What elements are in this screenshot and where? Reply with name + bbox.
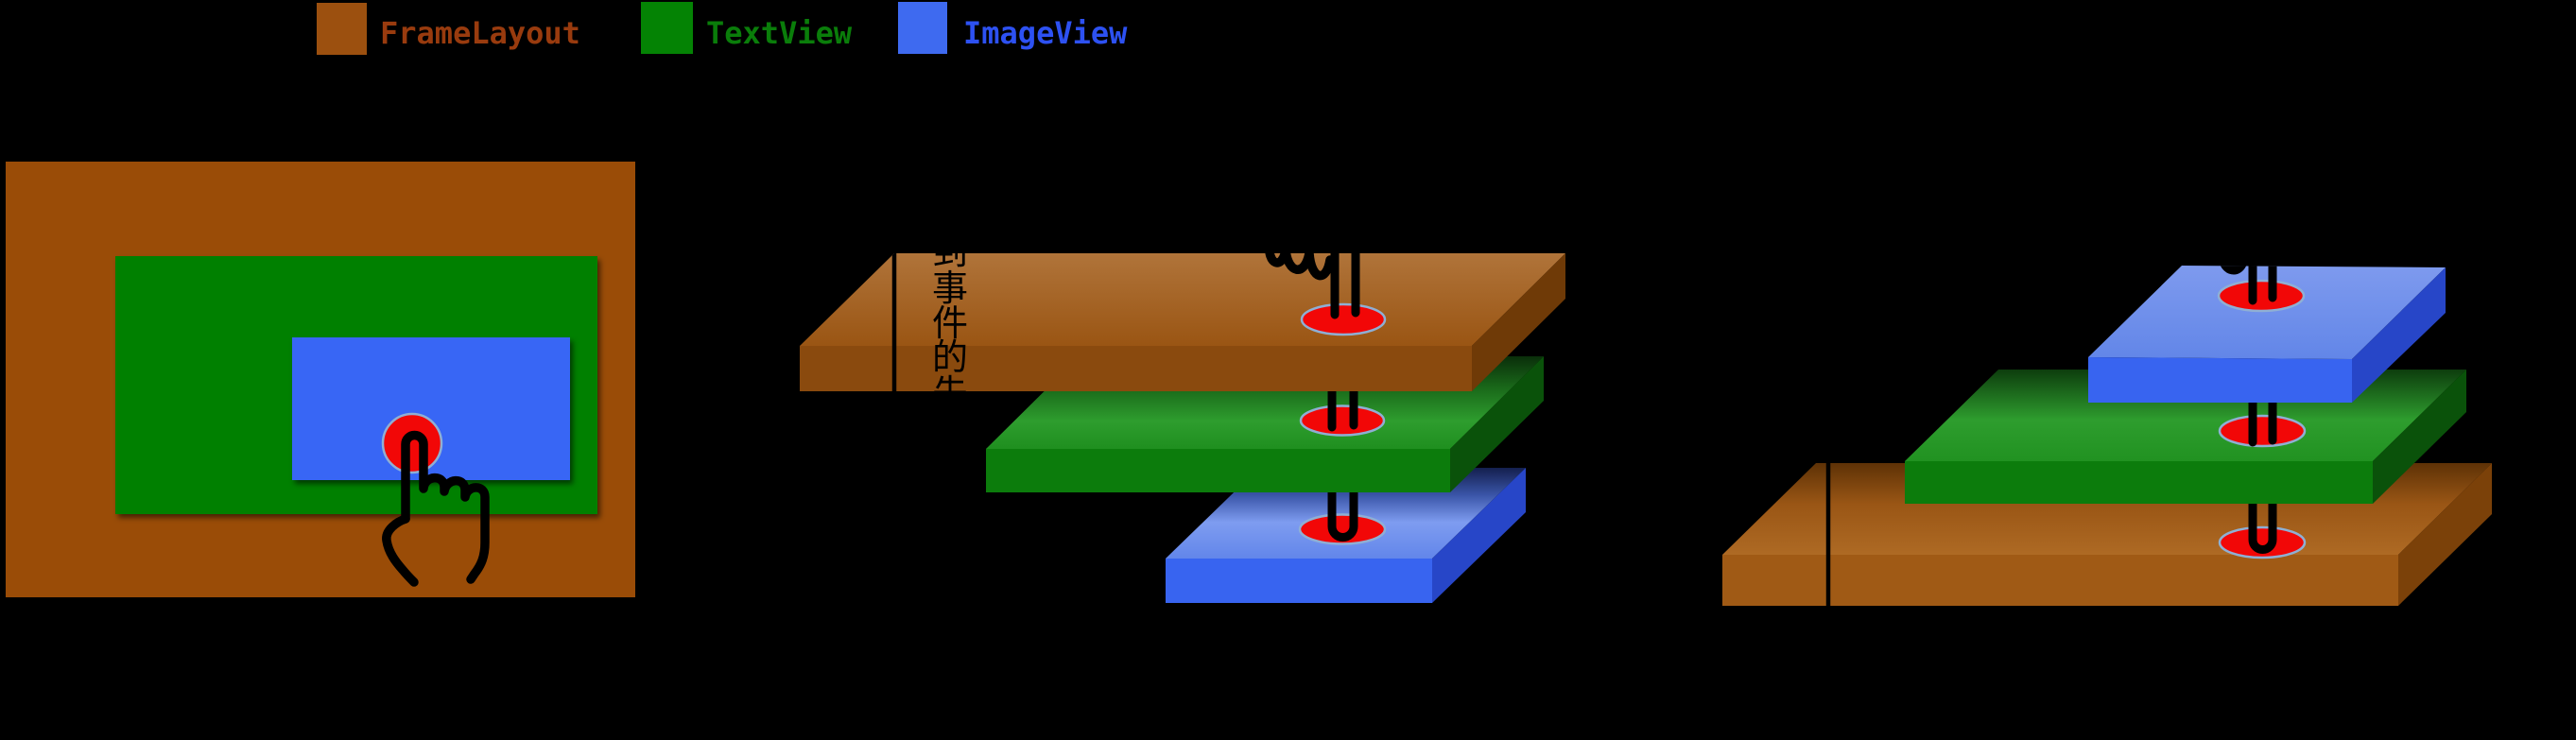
tap-hand-partial-icon (1264, 253, 1360, 319)
tap-hand-partial-icon (2218, 266, 2277, 305)
event-trace-u-turn (2248, 499, 2277, 554)
legend-swatch-imageview (898, 2, 947, 54)
event-trace-bars (2248, 398, 2277, 447)
framelayout-slab-side-face (1472, 253, 1565, 391)
imageview-slab-side-face (1432, 468, 1526, 603)
framelayout-slab-top-face (800, 253, 1565, 346)
touch-dot-imageview (1298, 513, 1387, 545)
imageview-slab-side-face (2352, 267, 2446, 403)
legend-label-textview: TextView (706, 15, 853, 51)
legend-swatch-framelayout (317, 3, 367, 55)
imageview-slab-top (2088, 266, 2446, 403)
textview-slab-side-face (2373, 370, 2466, 504)
touch-dot-framelayout (1300, 302, 1387, 336)
legend-label-framelayout: FrameLayout (380, 15, 580, 51)
vertical-caption: 到 事 件 的 先 (932, 232, 968, 414)
imageview-slab-top-face (2088, 266, 2446, 359)
diagram-nested-views (6, 162, 635, 597)
touch-dot-textview (1299, 404, 1386, 437)
framelayout-slab-side-face (2398, 463, 2492, 606)
textview-slab-front-face (986, 449, 1450, 492)
imageview-slab-front-face (1166, 559, 1432, 603)
caption-char: 件 (932, 302, 968, 344)
touch-dot-framelayout (2218, 525, 2307, 559)
touch-dot-textview (2218, 414, 2307, 448)
textview-slab-side-face (1450, 356, 1544, 492)
event-trace-bars (1327, 387, 1358, 432)
touch-point-dot (381, 412, 443, 474)
framelayout-slab-front-face (800, 346, 1472, 391)
imageview-slab-front-face (2088, 357, 2352, 403)
textview-slab-front-face (1905, 461, 2373, 504)
caption-char: 到 (932, 232, 968, 273)
touch-dot-imageview (2217, 279, 2306, 313)
caption-char: 先 (932, 372, 968, 414)
legend: FrameLayout TextView ImageView (317, 2, 1128, 55)
diagram-dispatch-stack: 到 事 件 的 先 (800, 232, 1565, 603)
framelayout-slab-front-face (1722, 555, 2398, 606)
legend-label-imageview: ImageView (963, 15, 1128, 51)
tap-hand-icon (382, 430, 490, 587)
event-trace-u-turn (1327, 488, 1358, 542)
framelayout-slab: 到 事 件 的 先 (800, 232, 1565, 414)
caption-char: 事 (932, 267, 968, 309)
caption-char: 的 (932, 336, 968, 378)
legend-swatch-textview (641, 2, 693, 54)
diagram-consume-stack (1722, 266, 2492, 606)
